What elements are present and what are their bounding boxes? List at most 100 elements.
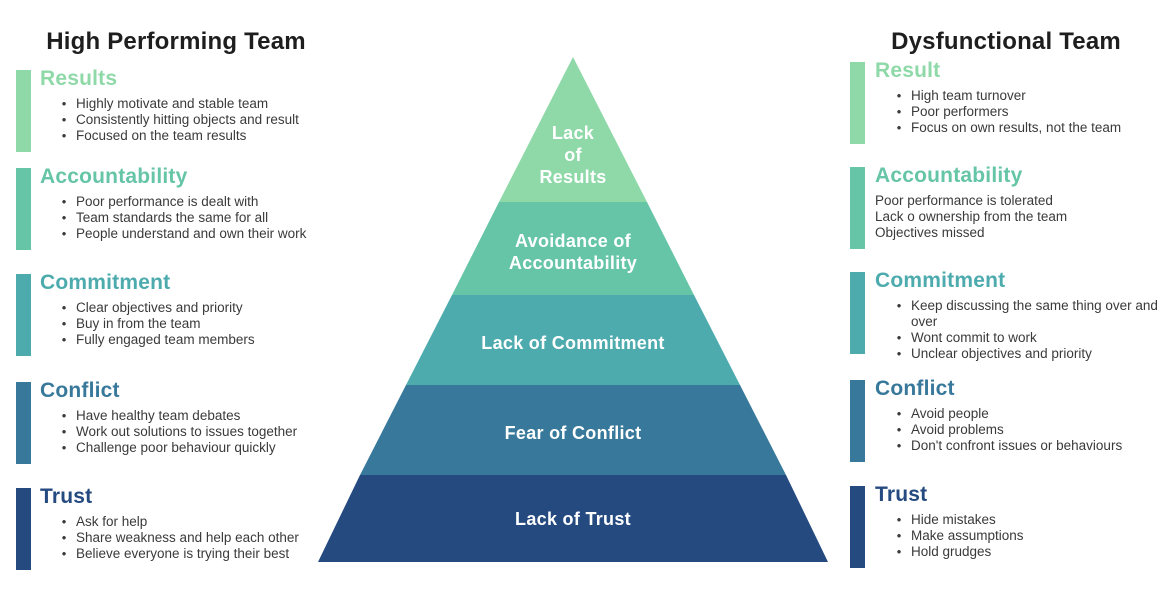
bullet-icon: • <box>61 514 67 530</box>
list-item: •Buy in from the team <box>40 316 338 332</box>
accent-bar <box>16 70 31 152</box>
list-item: •Avoid problems <box>875 422 1172 438</box>
section-heading: Trust <box>875 483 928 506</box>
bullet-icon: • <box>61 300 67 316</box>
bullet-icon: • <box>61 128 67 144</box>
left-panel-title: High Performing Team <box>46 28 306 55</box>
list-item: Poor performance is tolerated <box>875 193 1053 209</box>
bullet-icon: • <box>61 112 67 128</box>
list-item-text: Team standards the same for all <box>76 210 269 226</box>
list-item-text: Focus on own results, not the team <box>911 120 1122 136</box>
list-item: •Poor performance is dealt with <box>40 194 338 210</box>
list-item-text: Have healthy team debates <box>76 408 241 424</box>
pyramid-label-line: Lack <box>552 123 595 143</box>
pyramid-tier-fear-of-conflict <box>360 385 786 475</box>
list-item: •High team turnover <box>875 88 1172 104</box>
bullet-icon: • <box>61 210 67 226</box>
list-item-text: People understand and own their work <box>76 226 307 242</box>
list-item: •Fully engaged team members <box>40 332 338 348</box>
right-section-conflict: Conflict •Avoid people •Avoid problems •… <box>850 377 1172 462</box>
list-item: •Believe everyone is trying their best <box>40 546 338 562</box>
list-item-text: Work out solutions to issues together <box>76 424 298 440</box>
bullet-icon: • <box>896 346 902 362</box>
bullet-icon: • <box>61 424 67 440</box>
left-section-trust: Trust •Ask for help •Share weakness and … <box>16 485 338 570</box>
list-item-text: Challenge poor behaviour quickly <box>76 440 276 456</box>
bullet-icon: • <box>896 104 902 120</box>
list-item-text: Wont commit to work <box>911 330 1037 346</box>
list-item-text: Avoid people <box>911 406 989 422</box>
bullet-icon: • <box>896 120 902 136</box>
bullet-icon: • <box>61 194 67 210</box>
section-heading: Commitment <box>875 269 1006 292</box>
section-heading: Conflict <box>875 377 955 400</box>
list-item-text: Keep discussing the same thing over and … <box>911 298 1158 330</box>
bullet-icon: • <box>61 546 67 562</box>
accent-bar <box>850 62 865 144</box>
list-item-text: Hold grudges <box>911 544 992 560</box>
list-item-text: Buy in from the team <box>76 316 201 332</box>
list-item-text: Highly motivate and stable team <box>76 96 269 112</box>
list-item-text: Ask for help <box>76 514 148 530</box>
list-item-text: Don't confront issues or behaviours <box>911 438 1123 454</box>
right-section-accountability: Accountability Poor performance is toler… <box>850 164 1172 249</box>
left-section-accountability: Accountability •Poor performance is deal… <box>16 165 338 250</box>
right-panel-title: Dysfunctional Team <box>891 28 1121 55</box>
list-item-text: Share weakness and help each other <box>76 530 299 546</box>
accent-bar <box>850 380 865 462</box>
pyramid-label-line: of <box>564 145 582 165</box>
pyramid-label-line: Fear of Conflict <box>505 423 642 443</box>
pyramid-label-line: Avoidance of <box>515 231 632 251</box>
bullet-icon: • <box>61 408 67 424</box>
list-item-text: Avoid problems <box>911 422 1004 438</box>
list-item: • Wont commit to work <box>875 330 1172 346</box>
list-item-text: Focused on the team results <box>76 128 247 144</box>
list-item-text: Make assumptions <box>911 528 1024 544</box>
left-section-conflict: Conflict •Have healthy team debates •Wor… <box>16 379 338 464</box>
list-item-text: Unclear objectives and priority <box>911 346 1092 362</box>
pyramid-label-line: Results <box>539 167 606 187</box>
list-item: • Unclear objectives and priority <box>875 346 1172 362</box>
list-item-text: Poor performers <box>911 104 1009 120</box>
section-heading: Accountability <box>40 165 188 188</box>
list-item-text: Consistently hitting objects and result <box>76 112 299 128</box>
pyramid-tier-lack-of-commitment <box>406 295 740 385</box>
list-item: • Focus on own results, not the team <box>875 120 1172 136</box>
pyramid-label-line: Lack of Commitment <box>481 333 664 353</box>
accent-bar <box>16 488 31 570</box>
pyramid-label-line: Lack of Trust <box>515 509 631 529</box>
bullet-icon: • <box>896 406 902 422</box>
right-section-trust: Trust •Hide mistakes •Make assumptions •… <box>850 483 1172 568</box>
list-item: •Share weakness and help each other <box>40 530 338 546</box>
left-section-commitment: Commitment •Clear objectives and priorit… <box>16 271 338 356</box>
accent-bar <box>16 168 31 250</box>
left-section-results: Results • Highly motivate and stable team… <box>16 67 338 152</box>
list-item: • Team standards the same for all <box>40 210 338 226</box>
list-item-text: Clear objectives and priority <box>76 300 243 316</box>
list-item: • Consistently hitting objects and result <box>40 112 338 128</box>
list-item: • Highly motivate and stable team <box>40 96 338 112</box>
list-item: • Don't confront issues or behaviours <box>875 438 1172 454</box>
bullet-icon: • <box>896 330 902 346</box>
list-item: • Avoid people <box>875 406 1172 422</box>
accent-bar <box>16 382 31 464</box>
bullet-icon: • <box>61 96 67 112</box>
list-item: • Ask for help <box>40 514 338 530</box>
section-heading: Accountability <box>875 164 1023 187</box>
pyramid-tier-lack-of-trust <box>318 475 828 562</box>
bullet-icon: • <box>896 544 902 560</box>
list-item: • Poor performers <box>875 104 1172 120</box>
list-item: Lack o ownership from the team <box>875 209 1068 225</box>
pyramid-label-line: Accountability <box>509 253 637 273</box>
bullet-icon: • <box>896 438 902 454</box>
bullet-icon: • <box>896 88 902 104</box>
bullet-icon: • <box>896 298 902 314</box>
accent-bar <box>850 272 865 354</box>
section-heading: Results <box>40 67 118 90</box>
pyramid-tier-lack-of-results <box>499 57 647 202</box>
list-item: • Hold grudges <box>875 544 1172 560</box>
accent-bar <box>850 486 865 568</box>
accent-bar <box>850 167 865 249</box>
dysfunctions-pyramid: Lack of Results Avoidance of Accountabil… <box>318 57 828 562</box>
